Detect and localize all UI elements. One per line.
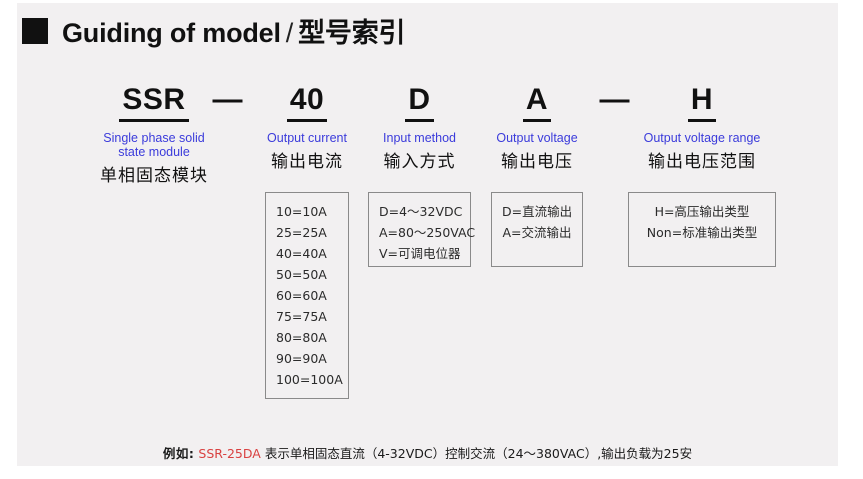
code-segment-output-voltage: A [522, 83, 552, 122]
column-output-voltage-range: H Output voltage range 输出电压范围 H=高压输出类型 N… [607, 83, 797, 267]
english-label-ssr: Single phase solid state module [103, 131, 205, 159]
option-item: A=80～250VAC [379, 225, 476, 240]
chinese-label-output-voltage: 输出电压 [501, 152, 573, 172]
chinese-label-output-voltage-range: 输出电压范围 [648, 152, 756, 172]
dash-separator-second: — [599, 83, 630, 116]
page-header: Guiding of model/型号索引 [22, 11, 405, 50]
column-ssr: SSR Single phase solid state module 单相固态… [79, 83, 229, 186]
code-wrap-output-current: 40 [242, 83, 372, 122]
english-label-output-current: Output current [267, 131, 347, 145]
page-title-chinese: 型号索引 [298, 18, 406, 49]
code-segment-input-method: D [405, 83, 434, 122]
model-code-diagram: SSR Single phase solid state module 单相固态… [17, 83, 838, 423]
example-prefix: 例如: [162, 446, 195, 461]
english-label-input-method: Input method [383, 131, 456, 145]
example-model-code: SSR-25DA [198, 446, 261, 461]
option-item: V=可调电位器 [379, 246, 461, 261]
column-dash-first: — [195, 83, 260, 117]
page-title: Guiding of model/型号索引 [62, 11, 405, 50]
chinese-label-input-method: 输入方式 [383, 152, 456, 172]
options-box-output-voltage-range: H=高压输出类型 Non=标准输出类型 [628, 192, 776, 267]
chinese-label-ssr: 单相固态模块 [100, 166, 208, 186]
column-dash-second: — [562, 83, 667, 117]
code-wrap-output-voltage-range: H [607, 83, 797, 122]
code-segment-output-current: 40 [286, 83, 328, 122]
option-item: 75=75A [276, 309, 327, 324]
option-item: 40=40A [276, 246, 327, 261]
code-wrap-ssr: SSR [79, 83, 229, 122]
option-item: Non=标准输出类型 [646, 225, 758, 240]
option-item: 60=60A [276, 288, 327, 303]
slide-canvas: Guiding of model/型号索引 SSR Single phase s… [17, 3, 838, 466]
english-label-output-voltage-range: Output voltage range [643, 131, 761, 145]
code-segment-output-voltage-range: H [687, 83, 717, 122]
options-box-output-voltage: D=直流输出 A=交流输出 [491, 192, 583, 267]
option-item: 80=80A [276, 330, 327, 345]
option-item: 100=100A [276, 372, 343, 387]
code-segment-ssr: SSR [119, 83, 189, 122]
option-item: A=交流输出 [502, 225, 572, 240]
english-label-output-voltage: Output voltage [496, 131, 578, 145]
column-output-current: 40 Output current 输出电流 10=10A 25=25A 40=… [242, 83, 372, 399]
chinese-label-output-current: 输出电流 [271, 152, 343, 172]
option-item: D=4～32VDC [379, 204, 463, 219]
option-item: 10=10A [276, 204, 327, 219]
column-input-method: D Input method 输入方式 D=4～32VDC A=80～250VA… [347, 83, 492, 267]
dash-separator-first: — [212, 83, 243, 116]
option-item: 50=50A [276, 267, 327, 282]
option-item: D=直流输出 [502, 204, 573, 219]
code-wrap-input-method: D [347, 83, 492, 122]
page-title-separator: / [285, 18, 294, 48]
code-wrap-output-voltage: A [467, 83, 607, 122]
options-box-output-current: 10=10A 25=25A 40=40A 50=50A 60=60A 75=75… [265, 192, 349, 399]
column-output-voltage: A Output voltage 输出电压 D=直流输出 A=交流输出 [467, 83, 607, 267]
option-item: 25=25A [276, 225, 327, 240]
page-title-english: Guiding of model [62, 18, 281, 48]
options-box-input-method: D=4～32VDC A=80～250VAC V=可调电位器 [368, 192, 476, 267]
bullet-square-icon [22, 17, 48, 44]
example-description: 表示单相固态直流（4-32VDC）控制交流（24～380VAC）,输出负载为25… [264, 446, 693, 461]
option-item: H=高压输出类型 [654, 204, 750, 219]
option-item: 90=90A [276, 351, 327, 366]
